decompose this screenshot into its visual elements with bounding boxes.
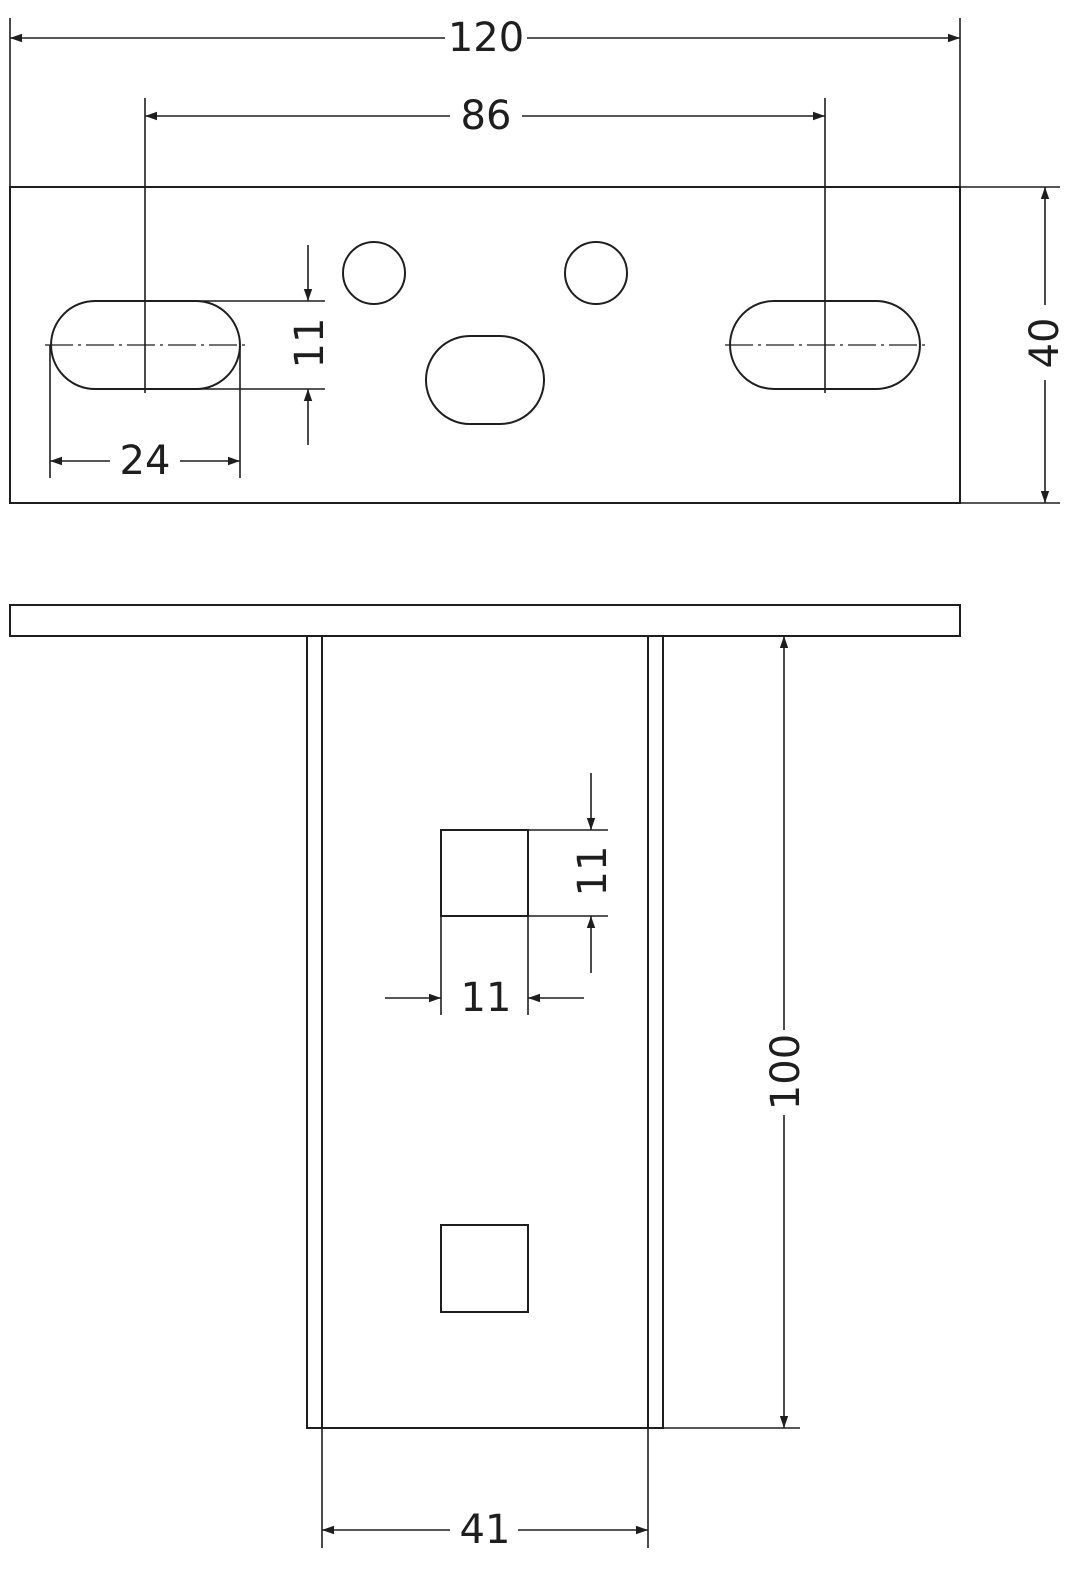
round-hole-right bbox=[564, 241, 628, 305]
dimension-100-label: 100 bbox=[763, 1034, 809, 1110]
dimension-24-label: 24 bbox=[120, 438, 171, 484]
round-hole-left bbox=[342, 241, 406, 305]
bracket-body bbox=[306, 635, 664, 1429]
dimension-square-11-vertical: 11 bbox=[528, 773, 616, 973]
square-hole-lower bbox=[440, 1224, 529, 1313]
dimension-86: 86 bbox=[144, 93, 826, 393]
front-view: 11 11 100 41 bbox=[9, 604, 961, 1553]
dimension-120-label: 120 bbox=[448, 15, 524, 61]
plate-outline bbox=[9, 186, 961, 504]
flange-plate bbox=[9, 604, 961, 637]
square-hole-upper bbox=[440, 829, 529, 917]
dimension-100: 100 bbox=[663, 635, 809, 1429]
center-oval-hole bbox=[425, 335, 545, 425]
dimension-40-label: 40 bbox=[1022, 318, 1068, 369]
right-slot bbox=[729, 300, 921, 390]
dimension-86-label: 86 bbox=[461, 93, 512, 139]
dimension-slot-11-label: 11 bbox=[287, 318, 333, 369]
dimension-41-label: 41 bbox=[460, 1507, 511, 1553]
dimension-square-11-horizontal-label: 11 bbox=[461, 975, 512, 1021]
dimension-40: 40 bbox=[1022, 187, 1068, 503]
dimension-120: 120 bbox=[9, 15, 961, 187]
dimension-square-11-vertical-label: 11 bbox=[570, 846, 616, 897]
dimension-square-11-horizontal: 11 bbox=[385, 916, 584, 1021]
dimension-slot-11: 11 bbox=[196, 245, 333, 445]
top-view: 120 86 40 11 2 bbox=[9, 15, 1068, 504]
dimension-41: 41 bbox=[321, 1428, 649, 1553]
dimension-24: 24 bbox=[49, 345, 241, 484]
